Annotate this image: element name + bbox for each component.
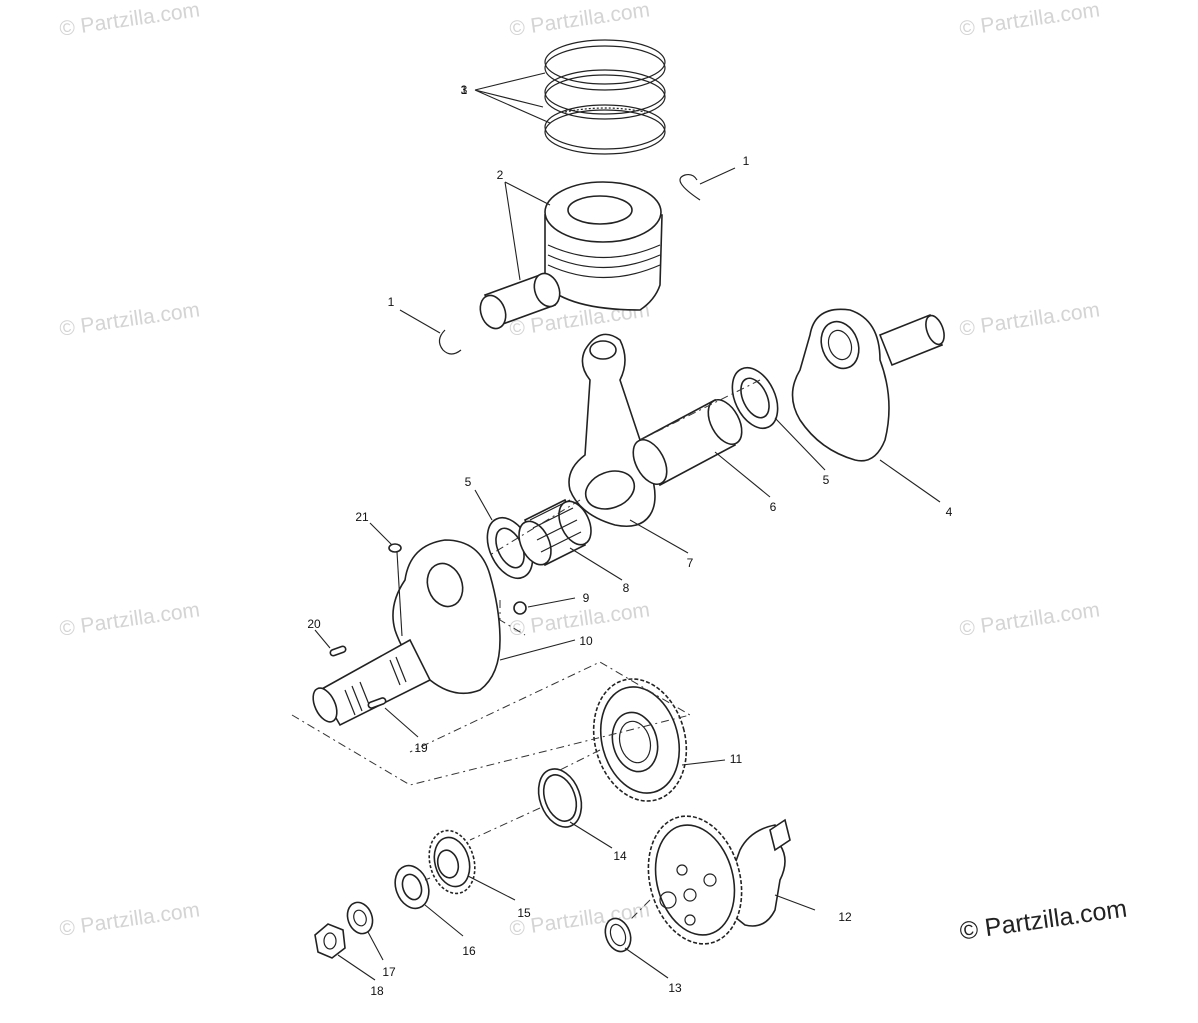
small-pin [388, 543, 402, 553]
callout-number: 1 [460, 83, 468, 97]
callout-number: 21 [355, 510, 369, 524]
circlip-left [438, 329, 462, 355]
assembly-bracket [291, 661, 692, 786]
washer-13 [604, 917, 632, 953]
connecting-rod [568, 333, 656, 528]
circlip-top [679, 173, 701, 201]
piston-pin [479, 272, 561, 330]
callout-number: 2 [496, 168, 504, 182]
dowel-pin [367, 697, 387, 709]
callout-number: 3 [460, 83, 468, 97]
center-line [489, 379, 761, 636]
callout-number: 6 [769, 500, 777, 514]
hex-nut [314, 923, 346, 959]
small-gear [428, 829, 476, 895]
callout-number: 19 [414, 741, 428, 755]
piston [544, 181, 663, 311]
callout-number: 18 [370, 984, 384, 998]
callout-number: 9 [582, 591, 590, 605]
callout-number: 8 [622, 581, 630, 595]
callout-number: 20 [307, 617, 321, 631]
washer-17 [346, 901, 374, 935]
callout-number: 5 [822, 473, 830, 487]
leader-lines [314, 72, 941, 981]
callout-number: 7 [686, 556, 694, 570]
center-line [424, 749, 651, 921]
piston-rings [544, 39, 666, 155]
callout-number: 11 [729, 752, 743, 766]
woodruff-key [329, 645, 347, 657]
callout-number: 1 [387, 295, 395, 309]
callout-number: 5 [464, 475, 472, 489]
crankshaft-left-half [312, 539, 527, 727]
callout-number: 17 [382, 965, 396, 979]
callout-number: 14 [613, 849, 627, 863]
callout-number: 1 [742, 154, 750, 168]
crank-pin [632, 398, 743, 487]
callout-number: 10 [579, 634, 593, 648]
callout-number: 12 [838, 910, 852, 924]
balancer-shaft [647, 815, 791, 945]
washer-14 [537, 768, 583, 828]
crankshaft-right-half [791, 308, 945, 462]
callout-number: 13 [668, 981, 682, 995]
lock-nut [394, 864, 430, 910]
callout-number: 16 [462, 944, 476, 958]
callout-number: 15 [517, 906, 531, 920]
thrust-washer-right [731, 366, 779, 430]
callout-number: 4 [945, 505, 953, 519]
crank-gear [592, 678, 688, 802]
